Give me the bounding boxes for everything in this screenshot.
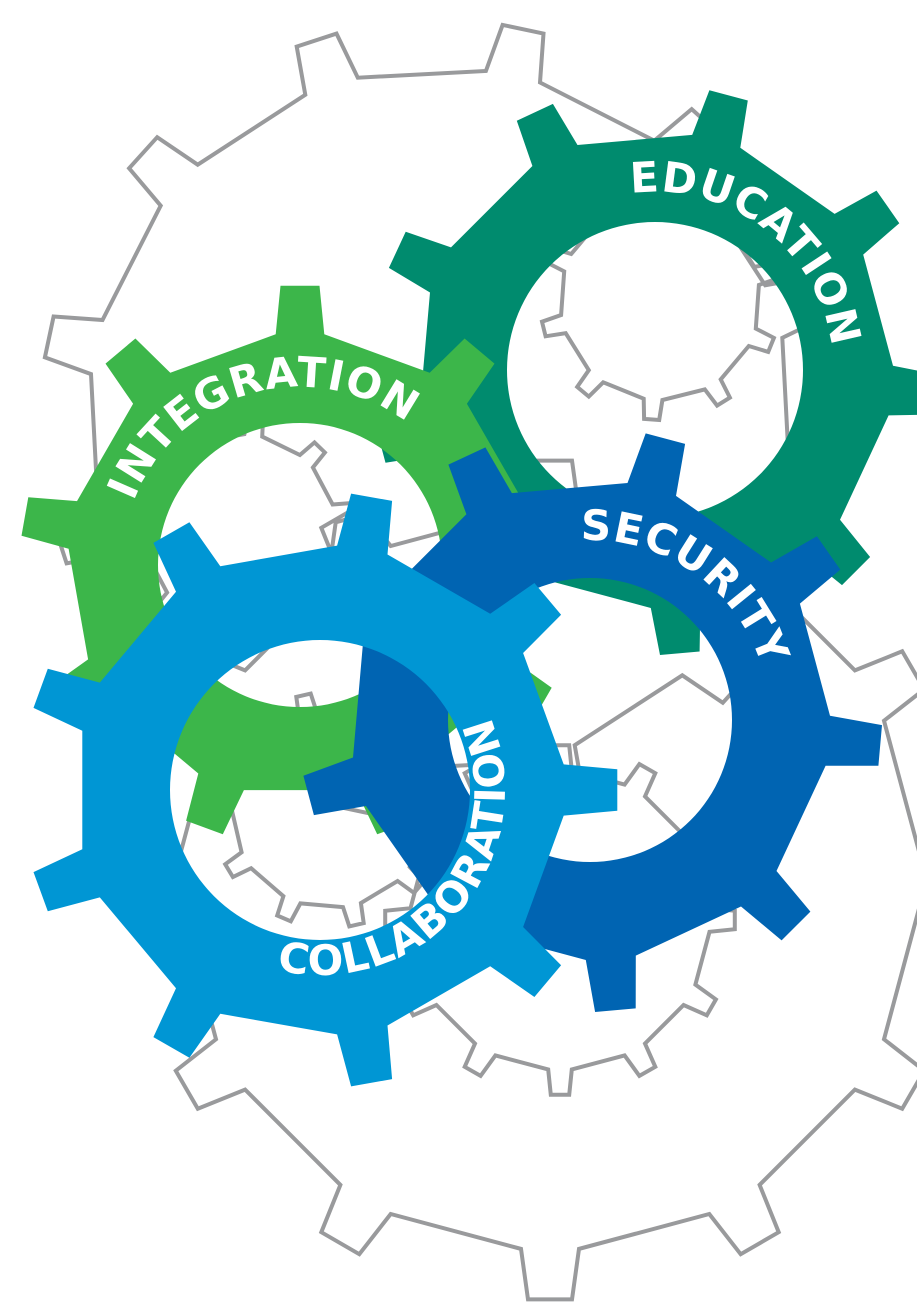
gear-security bbox=[303, 433, 882, 1012]
colored-gears bbox=[21, 90, 917, 1087]
gear-collaboration bbox=[33, 493, 618, 1087]
